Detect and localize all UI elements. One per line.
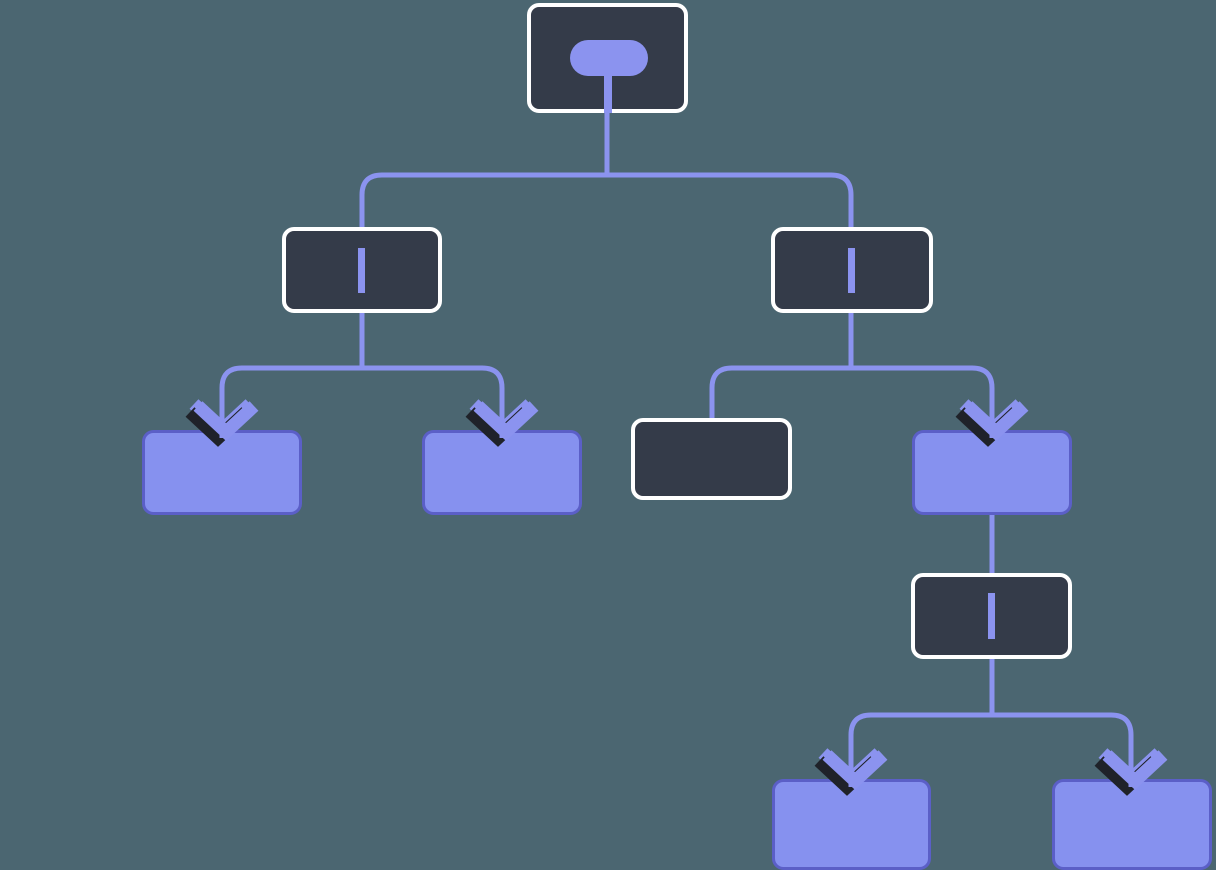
connector-right-branch-to-children-right-arm bbox=[851, 365, 995, 438]
connector-left-branch-to-leaves-right-arm bbox=[362, 365, 505, 438]
arrow-layer bbox=[185, 392, 1168, 796]
connector-right-branch-to-children-left-arm bbox=[709, 365, 851, 418]
connector-deep-branch-to-leaves-right-arm bbox=[992, 712, 1134, 787]
connector-root-to-branches-right-arm bbox=[607, 172, 854, 240]
leaf-node-3[interactable] bbox=[772, 779, 931, 870]
connector-layer bbox=[219, 40, 1134, 787]
node-layer bbox=[142, 3, 1212, 870]
through-line-left-branch bbox=[358, 248, 365, 293]
empty-dark-node[interactable] bbox=[631, 418, 792, 500]
connector-root-to-branches-left-arm bbox=[359, 172, 607, 240]
connector-left-branch-to-leaves-left-arm bbox=[219, 365, 362, 438]
connector-deep-branch-to-leaves-left-arm bbox=[848, 712, 992, 787]
arrow-into-leaf-node-3-front bbox=[822, 750, 888, 790]
through-line-right-branch bbox=[848, 248, 855, 293]
arrow-into-leaf-node-1-front bbox=[193, 401, 259, 441]
leaf-node-1[interactable] bbox=[142, 430, 302, 515]
leaf-node-2[interactable] bbox=[422, 430, 582, 515]
arrow-into-branch-node-lower-front bbox=[963, 401, 1029, 441]
glyph-layer bbox=[358, 40, 995, 639]
through-line-deep-branch bbox=[988, 593, 995, 639]
leaf-node-4[interactable] bbox=[1052, 779, 1212, 870]
arrow-into-leaf-node-4-front bbox=[1102, 750, 1168, 790]
branch-node-lower[interactable] bbox=[912, 430, 1072, 515]
arrow-into-leaf-node-2-front bbox=[473, 401, 539, 441]
root-pill-head bbox=[570, 40, 648, 76]
root-pill-stem bbox=[604, 68, 612, 113]
